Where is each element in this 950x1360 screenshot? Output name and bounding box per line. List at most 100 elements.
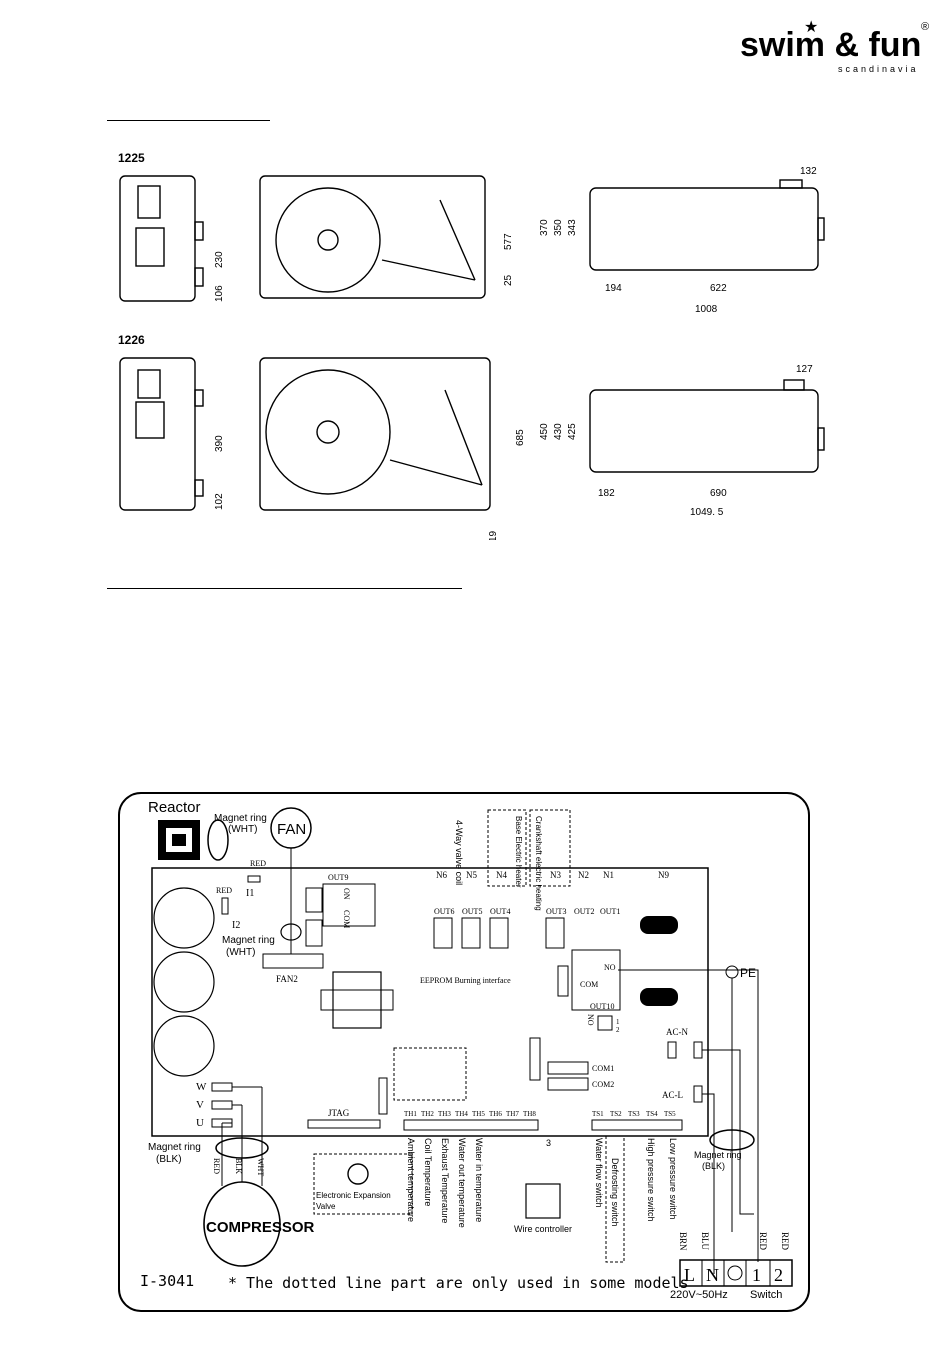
red-label-4: RED <box>780 1232 790 1251</box>
expansion-valve-symbol <box>347 1163 369 1185</box>
terminal-2: 2 <box>774 1265 783 1285</box>
dim-1226-top-182: 182 <box>598 488 615 499</box>
model-1225-top-view <box>589 179 825 271</box>
capacitor-1 <box>153 887 215 949</box>
n9-label: N9 <box>658 870 669 880</box>
com1-label: COM1 <box>592 1064 614 1073</box>
dim-1226-top-690: 690 <box>710 488 727 499</box>
out10-label: OUT10 <box>590 1002 614 1011</box>
brn-label: BRN <box>678 1232 688 1251</box>
base-heater-box <box>487 809 527 887</box>
out3-label: OUT3 <box>546 907 566 916</box>
dim-1226-front-685: 685 <box>515 429 526 446</box>
model-1225-front-view <box>259 175 486 299</box>
wire-red-label: RED <box>212 1158 221 1174</box>
jtag-label: JTAG <box>328 1108 350 1118</box>
v-label: V <box>196 1099 204 1111</box>
magnet-ring-wht-1-label: Magnet ring <box>214 813 267 824</box>
dim-1226-top-450: 450 <box>539 423 550 440</box>
dim-1226-top-430: 430 <box>553 423 564 440</box>
dim-1226-top-425: 425 <box>567 423 578 440</box>
on-label: ON <box>342 888 351 900</box>
red-label-2: RED <box>216 886 232 895</box>
four-way-valve-label: 4-Way valve coil <box>454 820 464 885</box>
wire-blk-label: BLK <box>234 1158 243 1174</box>
wire-controller-label: Wire controller <box>514 1224 572 1234</box>
ts2-label: TS2 <box>610 1110 622 1118</box>
i2-label: I2 <box>232 920 240 931</box>
expansion-valve-box <box>313 1153 413 1215</box>
u-label: U <box>196 1117 204 1129</box>
ac-l-label: AC-L <box>662 1090 683 1100</box>
com-b-label: COM <box>580 980 598 989</box>
logo-registered-mark: ® <box>921 21 929 33</box>
wire-wht-label: WHT <box>256 1158 265 1176</box>
ts3-label: TS3 <box>628 1110 640 1118</box>
n1-label: N1 <box>603 870 614 880</box>
pe-label: PE <box>740 966 756 980</box>
sensor-coil: Coil Temperature <box>423 1138 433 1206</box>
brand-logo: ★ swim & fun ® scandinavia <box>740 19 929 74</box>
dim-1225-top-350: 350 <box>553 219 564 236</box>
terminal-l: L <box>684 1265 695 1285</box>
dim-1226-front-19: 19 <box>488 530 499 540</box>
dim-1225-side-230: 230 <box>214 251 225 268</box>
th1-label: TH1 <box>404 1110 417 1118</box>
one-label: 1 <box>616 1018 620 1026</box>
eeprom-label: EEPROM Burning interface <box>420 976 511 985</box>
sensor-water-out: Water out temperature <box>457 1138 467 1228</box>
th5-label: TH5 <box>472 1110 485 1118</box>
ac-n-label: AC-N <box>666 1027 688 1037</box>
diagram-code: I-3041 <box>140 1272 194 1290</box>
magnet-ring-blk-supply <box>709 1129 755 1151</box>
out6-label: OUT6 <box>434 907 454 916</box>
capacitor-3 <box>153 1015 215 1077</box>
model-1226-top-view <box>589 379 825 473</box>
model-1226-label: 1226 <box>118 333 145 347</box>
th4-label: TH4 <box>455 1110 468 1118</box>
terminal-block <box>679 1259 793 1287</box>
base-heater-label: Base Electric heater <box>514 816 523 888</box>
no-a-label: NO <box>604 963 616 972</box>
compressor-label: COMPRESSOR <box>206 1219 315 1236</box>
wiring-frame <box>118 792 810 1312</box>
wire-controller-symbol <box>525 1183 561 1219</box>
out4-label: OUT4 <box>490 907 510 916</box>
dim-1225-top-622: 622 <box>710 283 727 294</box>
dotted-line-note: * The dotted line part are only used in … <box>228 1274 689 1292</box>
pe-ground-icon <box>725 965 739 979</box>
com-a-label: COM <box>342 910 351 928</box>
logo-star-icon: ★ <box>804 19 818 36</box>
transformer <box>332 971 382 1029</box>
wiring-diagram: Reactor Magnet ring (WHT) FAN RED RED I1… <box>118 792 810 1312</box>
th3-label: TH3 <box>438 1110 451 1118</box>
fan2-connector <box>262 953 324 969</box>
out5-label: OUT5 <box>462 907 482 916</box>
dim-1225-top-1008: 1008 <box>695 304 718 315</box>
section-heading-rule-wiring <box>107 588 462 589</box>
switch-low-pressure: Low pressure switch <box>668 1138 678 1220</box>
dim-1225-top-343: 343 <box>567 219 578 236</box>
dim-1226-top-1049-5: 1049. 5 <box>690 507 724 518</box>
n5-label: N5 <box>466 870 477 880</box>
dim-1226-top-127: 127 <box>796 364 813 375</box>
dim-1225-front-577: 577 <box>503 233 514 250</box>
w-label: W <box>196 1081 207 1093</box>
th8-label: TH8 <box>523 1110 536 1118</box>
dim-1225-top-370: 370 <box>539 219 550 236</box>
jtag-connector <box>307 1119 381 1129</box>
sensor-water-in: Water in temperature <box>474 1138 484 1222</box>
switch-defrosting: Defrosting switch <box>610 1158 620 1227</box>
th6-label: TH6 <box>489 1110 502 1118</box>
supply-label: 220V~50Hz <box>670 1289 728 1301</box>
ts4-label: TS4 <box>646 1110 658 1118</box>
i1-label: I1 <box>246 888 254 899</box>
pcb-board <box>151 867 709 1137</box>
logo-region-text: scandinavia <box>838 64 919 74</box>
terminal-ground-icon <box>727 1265 743 1281</box>
fan-label: FAN <box>277 821 306 838</box>
fuse-1 <box>640 916 678 934</box>
th7-label: TH7 <box>506 1110 519 1118</box>
dim-1225-side-106: 106 <box>214 285 225 302</box>
dim-1226-side-102: 102 <box>214 493 225 510</box>
